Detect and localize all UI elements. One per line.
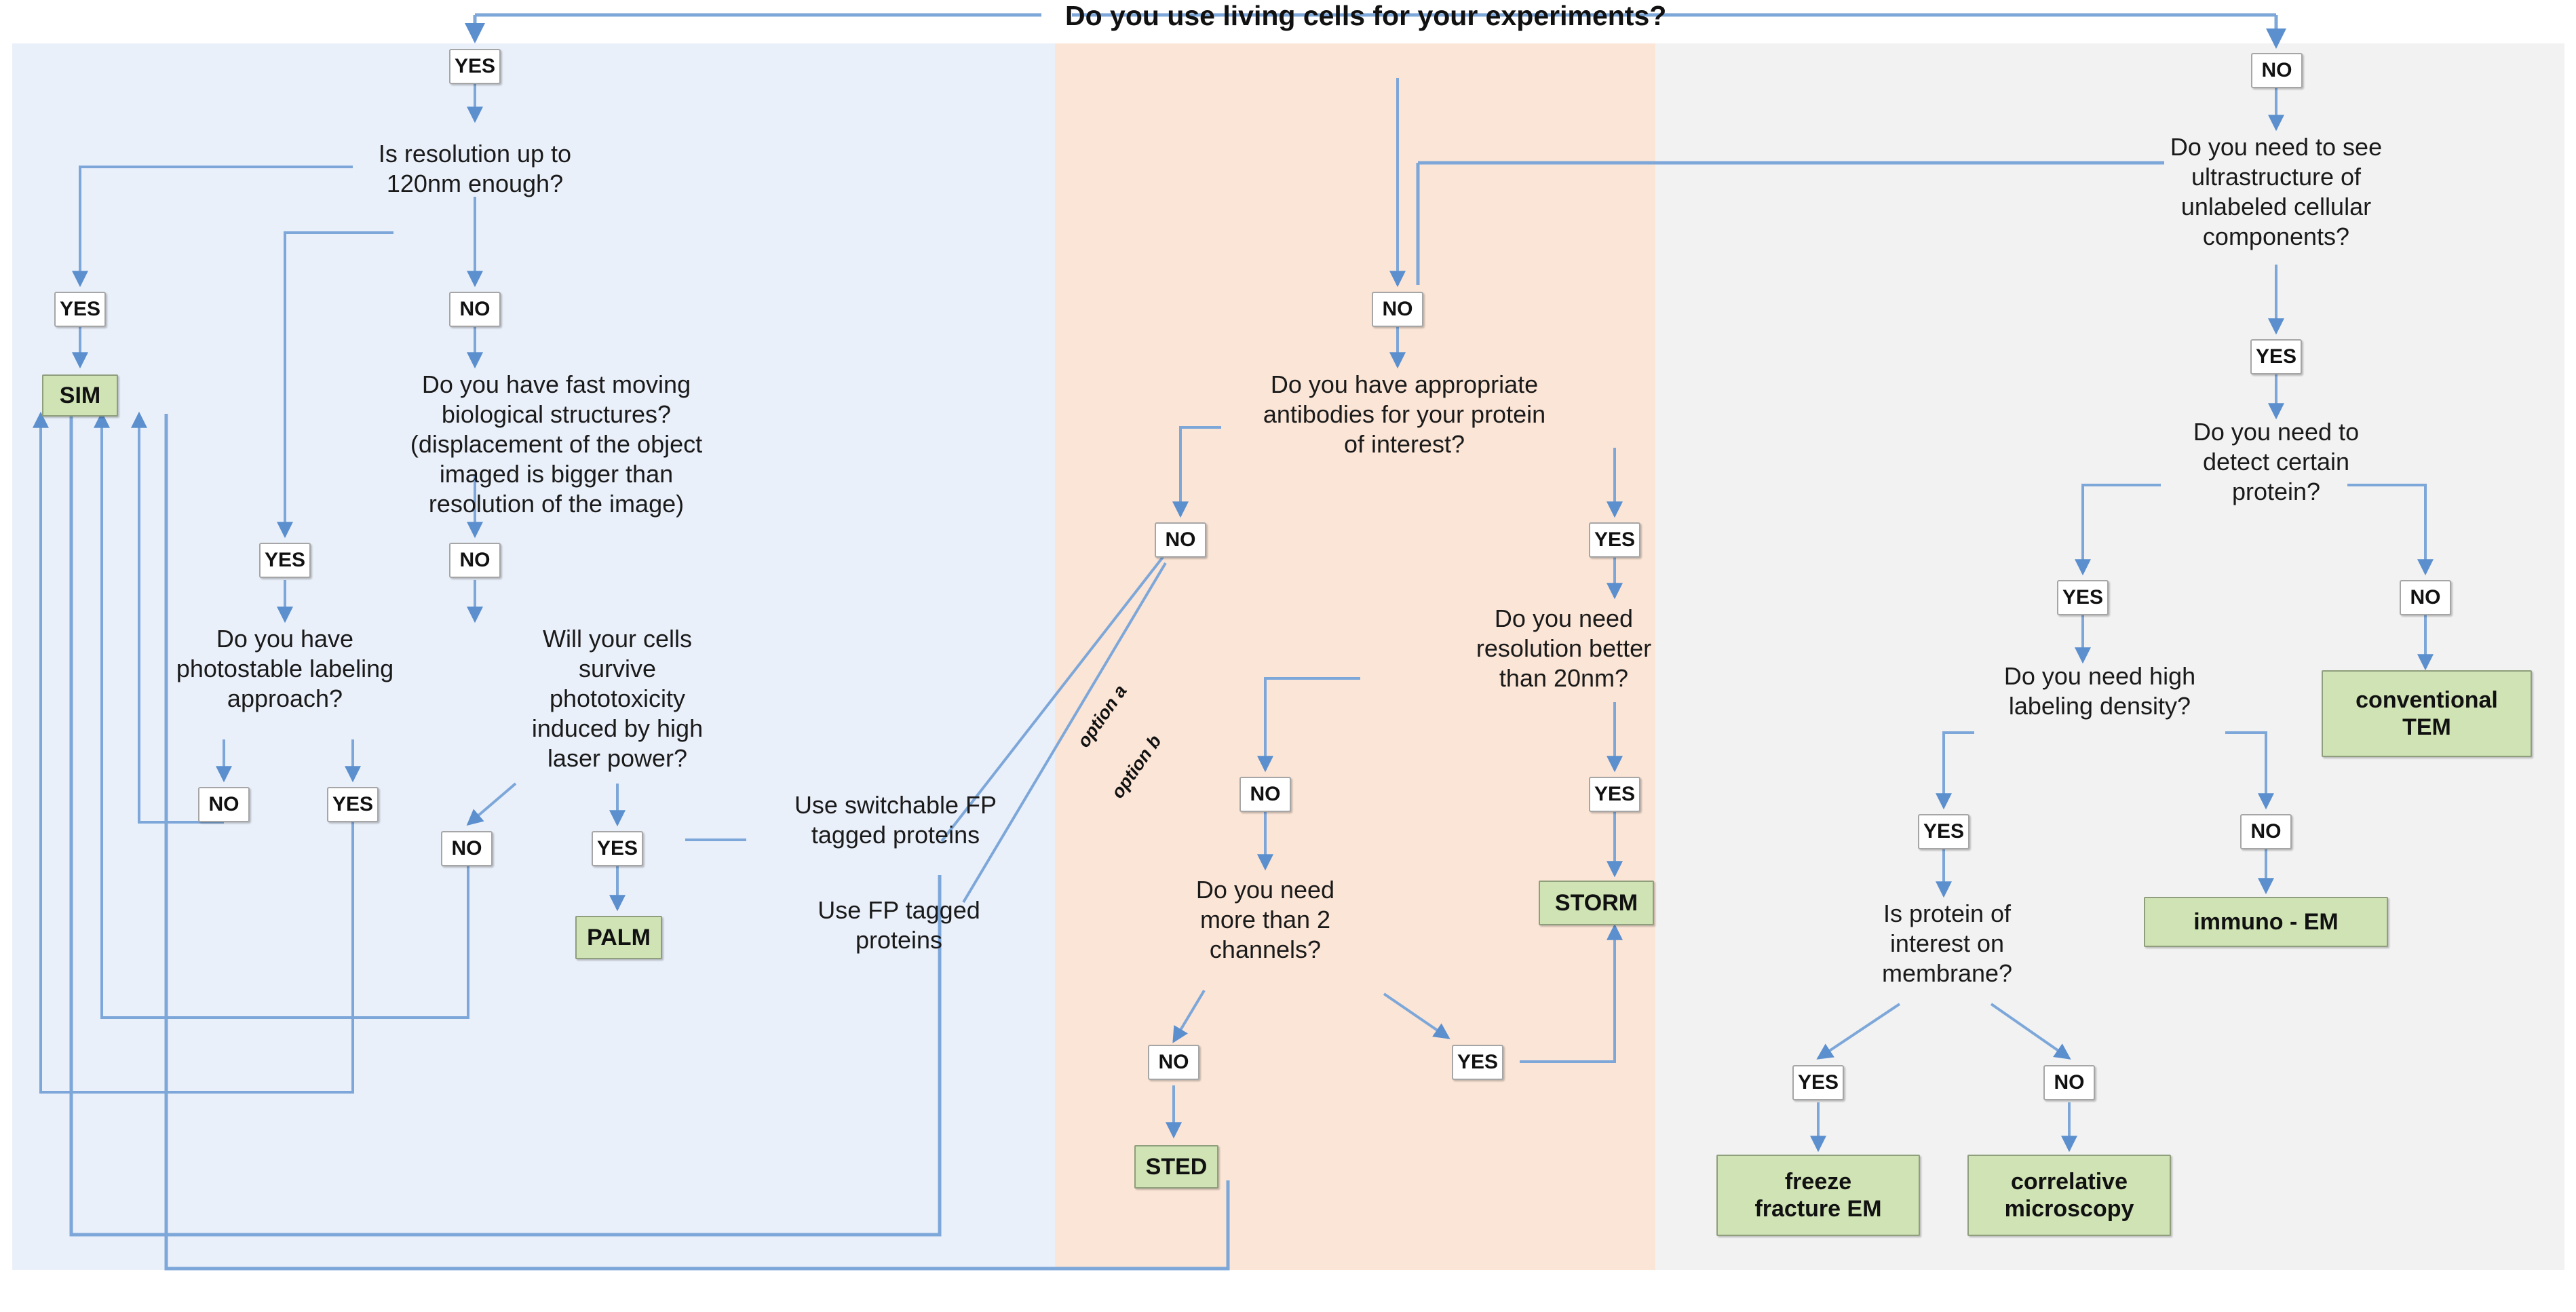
question-resolution-20nm: Do you need resolution better than 20nm? [1476,604,1652,692]
question-ultrastructure-unlabeled: Do you need to see ultrastructure of unl… [2170,133,2383,250]
yesno-phototox-no[interactable]: NO [441,831,493,866]
action-use-fp-tagged: Use FP tagged proteins [818,896,980,954]
yesno-fastmoving-no[interactable]: NO [449,543,501,578]
result-correlative-microscopy[interactable]: correlative microscopy [1967,1155,2171,1236]
question-photostable-labeling: Do you have photostable labeling approac… [176,625,394,712]
result-freeze-fracture-em[interactable]: freeze fracture EM [1716,1155,1920,1236]
page-title: Do you use living cells for your experim… [1065,0,1667,31]
yesno-res20-yes[interactable]: YES [1589,777,1640,812]
yesno-photostable-no[interactable]: NO [198,787,250,822]
result-storm[interactable]: STORM [1539,881,1654,925]
yesno-antibodies-no[interactable]: NO [1155,522,1206,558]
yesno-res20-no[interactable]: NO [1239,777,1291,812]
yesno-channels-yes[interactable]: YES [1452,1045,1503,1080]
yesno-phototox-yes[interactable]: YES [592,831,643,866]
yesno-channels-no[interactable]: NO [1148,1045,1199,1080]
result-sim[interactable]: SIM [42,374,118,417]
yesno-fastmoving-yes[interactable]: YES [259,543,311,578]
result-immuno-em[interactable]: immuno - EM [2144,897,2388,947]
question-high-labeling-density: Do you need high labeling density? [2003,662,2196,720]
question-more-than-2-channels: Do you need more than 2 channels? [1195,876,1335,963]
question-fast-moving-structures: Do you have fast moving biological struc… [410,370,703,518]
yesno-res120-yes[interactable]: YES [54,292,106,327]
question-phototoxicity: Will your cells survive phototoxicity in… [531,625,704,772]
yesno-membrane-yes[interactable]: YES [1792,1065,1844,1100]
yesno-ultra-yes[interactable]: YES [2250,339,2302,374]
question-resolution-120nm: Is resolution up to 120nm enough? [378,140,572,197]
yesno-res120-no[interactable]: NO [449,292,501,327]
yesno-root-no[interactable]: NO [2251,53,2303,88]
yesno-density-yes[interactable]: YES [1918,814,1969,849]
yesno-root-yes[interactable]: YES [449,49,501,84]
question-appropriate-antibodies: Do you have appropriate antibodies for y… [1263,370,1546,458]
yesno-photostable-yes[interactable]: YES [327,787,379,822]
result-palm[interactable]: PALM [575,916,662,959]
question-detect-certain-protein: Do you need to detect certain protein? [2193,418,2360,505]
yesno-membrane-no[interactable]: NO [2043,1065,2095,1100]
result-conventional-tem[interactable]: conventional TEM [2322,670,2532,757]
yesno-detect-yes[interactable]: YES [2057,580,2109,615]
yesno-antibodies-yes[interactable]: YES [1589,522,1640,558]
action-use-switchable-fp: Use switchable FP tagged proteins [794,791,997,849]
yesno-fixed-branch-no[interactable]: NO [1372,292,1423,327]
yesno-density-no[interactable]: NO [2240,814,2292,849]
yesno-detect-no[interactable]: NO [2400,580,2451,615]
result-sted[interactable]: STED [1134,1145,1218,1189]
question-protein-on-membrane: Is protein of interest on membrane? [1881,900,2013,987]
